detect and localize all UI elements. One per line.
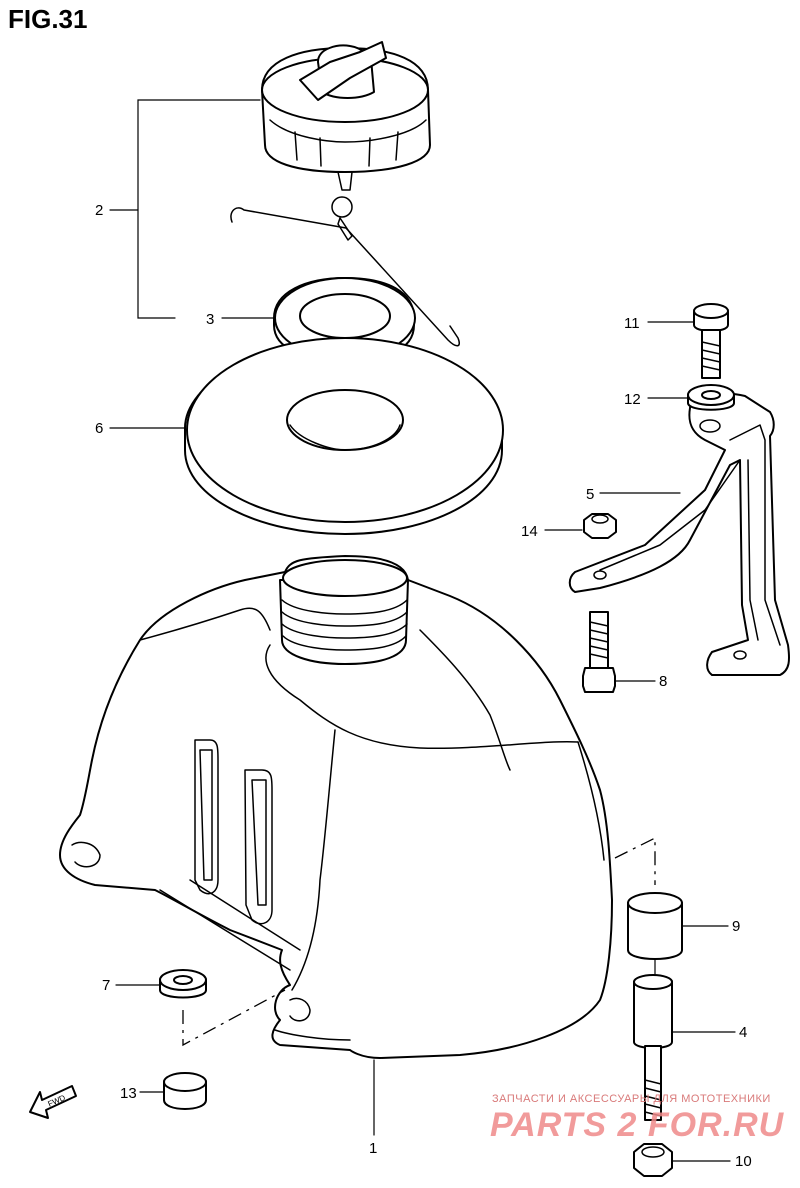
fuel-cap[interactable] [261,41,431,218]
bolt-11[interactable] [693,303,729,379]
washer-7[interactable] [159,969,207,999]
callout-2: 2 [95,202,103,219]
callout-10: 10 [735,1153,752,1170]
alignment-line-7 [182,989,286,1047]
callout-12: 12 [624,391,641,408]
figure-title: FIG.31 [8,4,88,34]
callout-4: 4 [739,1024,747,1041]
callout-5: 5 [586,486,594,503]
callout-1: 1 [369,1140,377,1157]
callout-11: 11 [624,315,640,332]
watermark-tagline: ЗАПЧАСТИ И АКСЕССУАРЫ ДЛЯ МОТОТЕХНИКИ [492,1093,771,1105]
callout-14: 14 [521,523,538,540]
washer-12[interactable] [687,384,735,411]
rubber-cap-13[interactable] [163,1072,207,1110]
rubber-damper-9[interactable] [627,892,683,960]
leader-lines [109,99,736,1162]
watermark-logo: PARTS 2 FOR.RU [490,1106,785,1144]
tank-pad[interactable] [184,337,504,535]
callout-9: 9 [732,918,740,935]
nut-10[interactable] [633,1143,673,1177]
callout-7: 7 [102,977,110,994]
fwd-label: FWD [46,1093,67,1109]
callout-8: 8 [659,673,667,690]
callout-13: 13 [120,1085,137,1102]
nut-14[interactable] [583,513,617,539]
callout-6: 6 [95,420,103,437]
bolt-8[interactable] [582,611,616,693]
fuel-tank[interactable] [59,555,613,1059]
cap-tether [230,207,460,347]
collar-bolt-4[interactable] [633,974,673,1121]
callout-3: 3 [206,311,214,328]
alignment-line-9 [614,836,656,885]
tank-bracket[interactable] [568,392,790,676]
fwd-arrow-icon: FWD [29,1085,77,1119]
